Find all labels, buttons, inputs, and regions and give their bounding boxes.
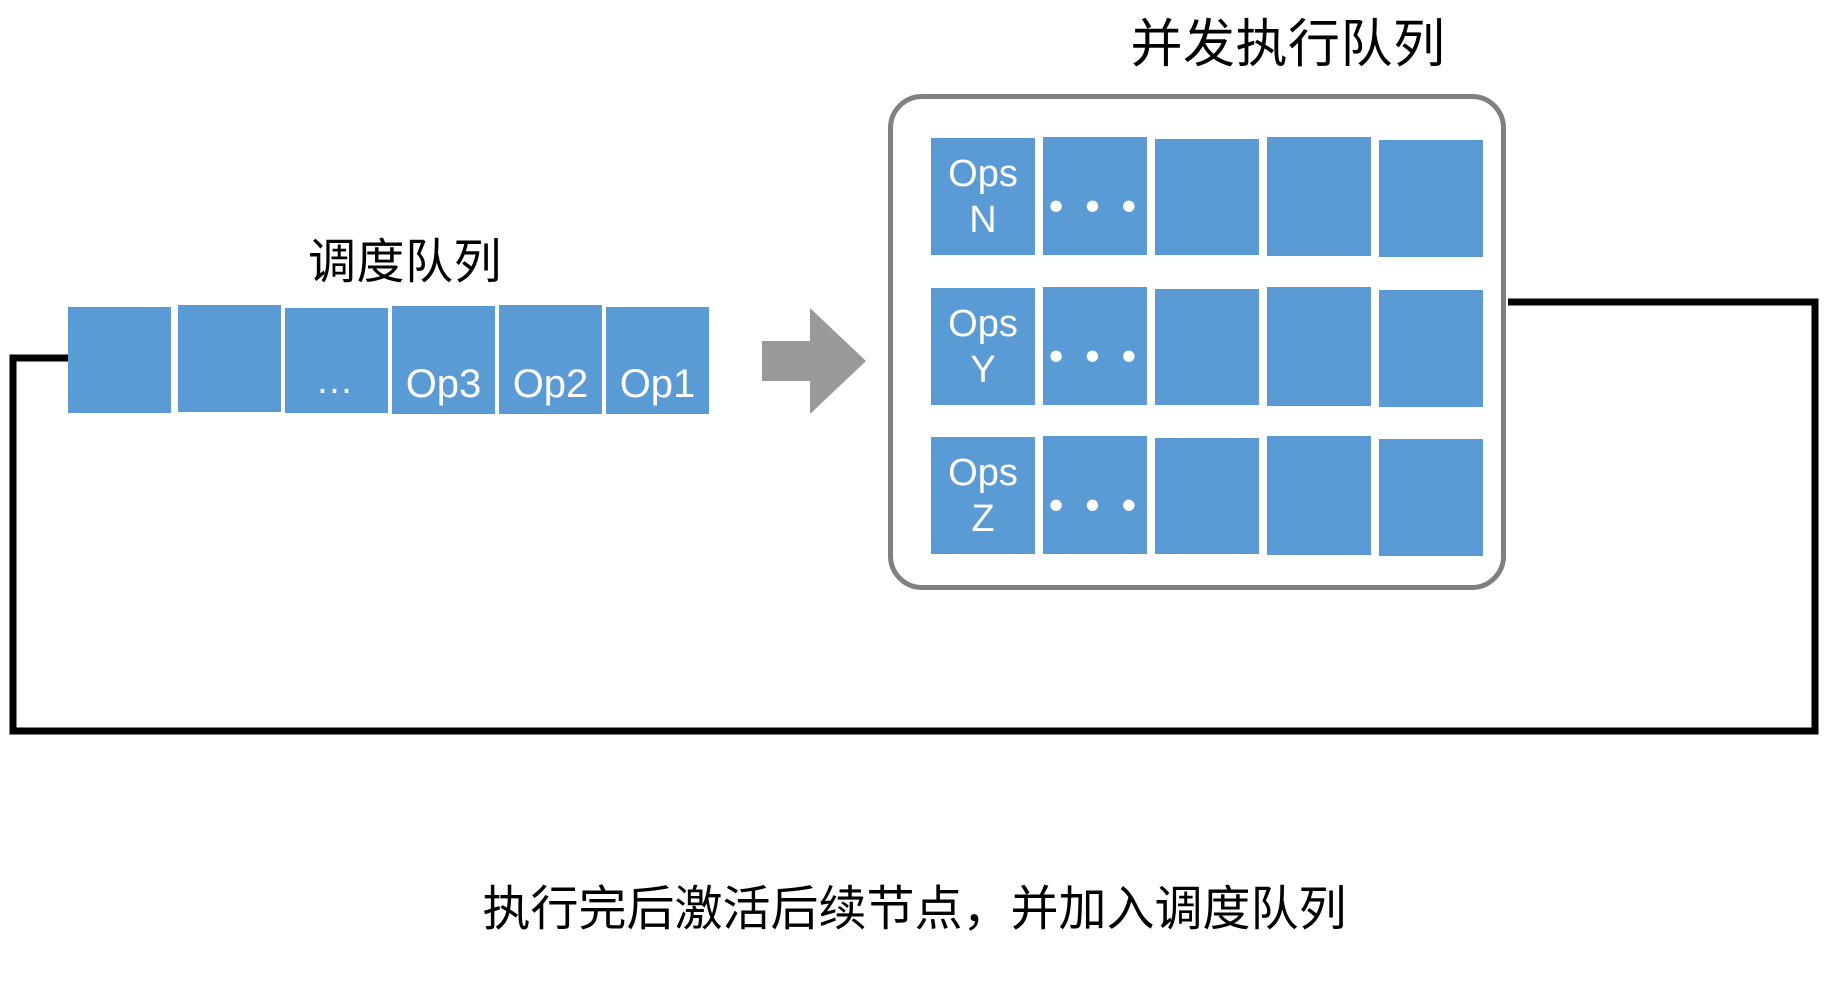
concurrent-queue-block[interactable] [1267, 137, 1371, 256]
concurrent-queue-block[interactable] [1267, 436, 1371, 555]
schedule-queue-block[interactable] [178, 305, 281, 412]
concurrent-queue-block-label: Ops N [948, 152, 1018, 241]
schedule-queue-title: 调度队列 [307, 236, 502, 289]
schedule-queue-block[interactable]: Op3 [392, 306, 495, 414]
concurrent-queue-block[interactable] [1267, 287, 1371, 406]
concurrent-queue-row: Ops Y • • • [931, 287, 1483, 407]
schedule-queue-block[interactable]: Op1 [606, 307, 709, 414]
concurrent-queue-ellipsis-label: • • • [1048, 481, 1142, 528]
concurrent-queue-block[interactable] [1379, 140, 1483, 257]
schedule-queue-block-label: Op3 [405, 362, 482, 406]
schedule-queue: … Op3 Op2 Op1 [68, 305, 718, 414]
diagram-caption: 执行完后激活后续节点，并加入调度队列 [482, 883, 1347, 936]
concurrent-queue-block[interactable] [1155, 139, 1259, 255]
transfer-arrow-shape [762, 308, 866, 414]
schedule-queue-block[interactable] [68, 307, 171, 413]
concurrent-queue-block[interactable] [1155, 289, 1259, 405]
concurrent-queue-ellipsis-label: • • • [1048, 332, 1142, 379]
concurrent-queue-row: Ops Z • • • [931, 436, 1483, 556]
concurrent-queue-block[interactable] [1155, 438, 1259, 554]
concurrent-queue-block-label: Ops Z [948, 451, 1018, 540]
schedule-queue-block-label: Op2 [512, 362, 589, 406]
transfer-arrow-icon [762, 308, 866, 414]
concurrent-queue-container: Ops N • • • Ops Y • • • [888, 94, 1506, 590]
concurrent-queue-block[interactable]: Ops Z [931, 437, 1035, 554]
concurrent-queue-block[interactable]: • • • [1043, 137, 1147, 255]
concurrent-queue-title: 并发执行队列 [1130, 16, 1446, 74]
concurrent-queue-block[interactable]: • • • [1043, 436, 1147, 554]
concurrent-queue-row: Ops N • • • [931, 137, 1483, 257]
schedule-queue-block[interactable]: Op2 [499, 305, 602, 414]
concurrent-queue-block-label: Ops Y [948, 302, 1018, 391]
concurrent-queue-block[interactable]: • • • [1043, 287, 1147, 405]
schedule-queue-block-label: Op1 [619, 362, 696, 406]
concurrent-queue-block[interactable]: Ops N [931, 138, 1035, 255]
concurrent-queue-block[interactable]: Ops Y [931, 288, 1035, 405]
concurrent-queue-block[interactable] [1379, 290, 1483, 407]
schedule-queue-block[interactable]: … [285, 308, 388, 413]
schedule-queue-ellipsis-label: … [315, 360, 358, 402]
concurrent-queue-block[interactable] [1379, 439, 1483, 556]
concurrent-queue-ellipsis-label: • • • [1048, 182, 1142, 229]
